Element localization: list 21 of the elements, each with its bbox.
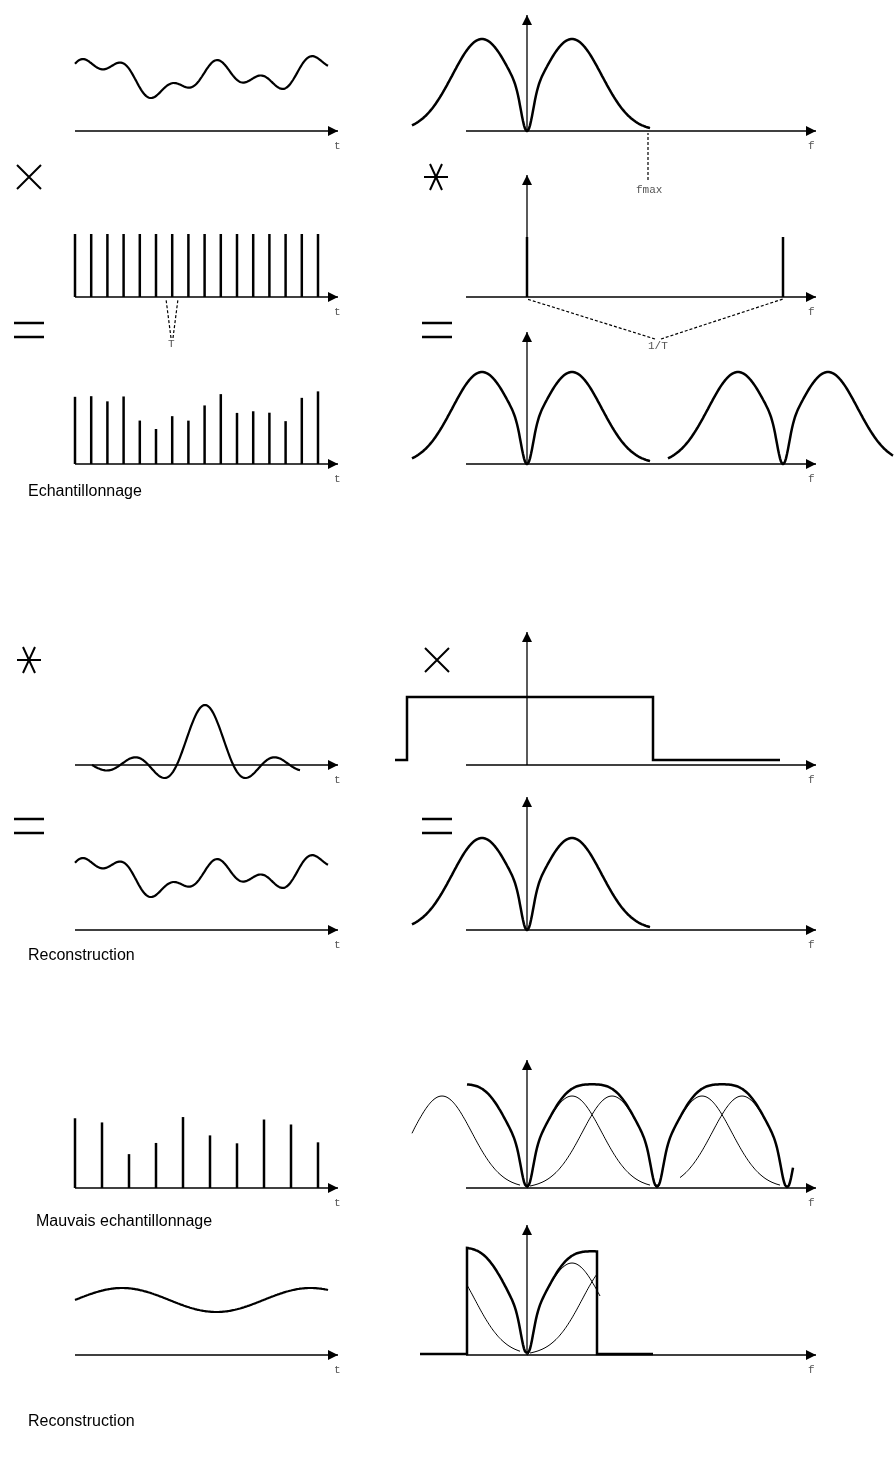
caption: Echantillonnage (28, 482, 142, 500)
axis-label: t (334, 140, 341, 152)
axis-label: f (808, 140, 815, 152)
axis-label: t (334, 1197, 341, 1209)
axis-label: f (808, 774, 815, 786)
dimension-label: T (168, 338, 175, 350)
axis-label: f (808, 1364, 815, 1376)
axis-label: t (334, 939, 341, 951)
dimension-label: fmax (636, 184, 663, 196)
axis-label: t (334, 306, 341, 318)
axis-label: t (334, 473, 341, 485)
dimension-label: 1/T (648, 340, 668, 352)
caption: Reconstruction (28, 1412, 135, 1430)
axis-label: t (334, 774, 341, 786)
axis-label: f (808, 1197, 815, 1209)
axis-label: f (808, 939, 815, 951)
axis-label: f (808, 306, 815, 318)
axis-label: t (334, 1364, 341, 1376)
axis-label: f (808, 473, 815, 485)
caption: Mauvais echantillonnage (36, 1212, 213, 1230)
caption: Reconstruction (28, 946, 135, 964)
